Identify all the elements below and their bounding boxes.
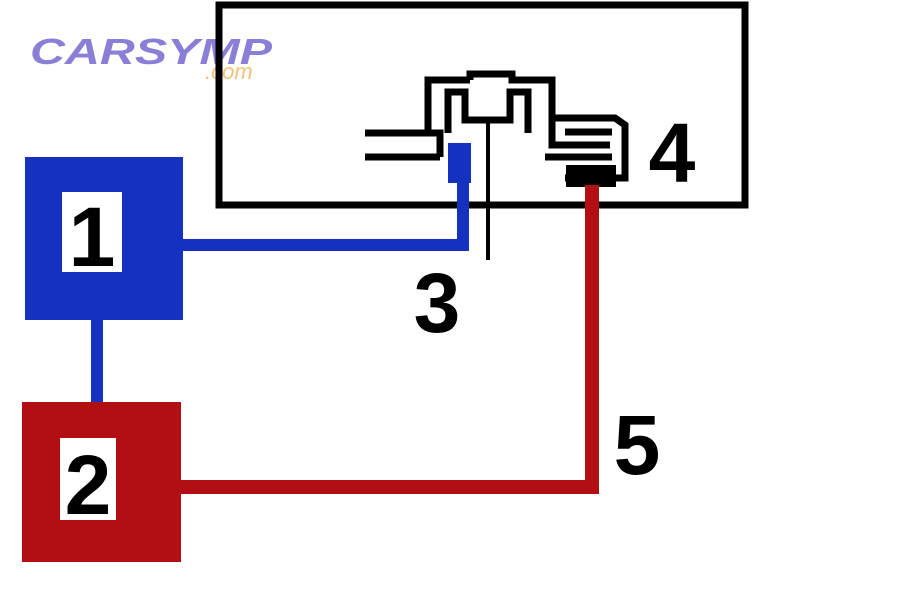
- carsymp-logo: CARSYMP .com: [30, 31, 273, 84]
- red-wire: [178, 185, 599, 494]
- device-housing: [215, 1, 749, 209]
- logo-sub-text: .com: [205, 59, 253, 84]
- callout-3: 3: [414, 256, 461, 350]
- sensor-tip: [448, 143, 471, 183]
- coil-block: [566, 165, 616, 187]
- callout-4: 4: [649, 106, 696, 200]
- component-1-label: 1: [69, 190, 116, 284]
- callout-5: 5: [614, 398, 661, 492]
- mechanism-symbol: [365, 70, 629, 182]
- component-2-label: 2: [65, 438, 112, 532]
- blue-wire: [180, 180, 469, 251]
- logo-main-text: CARSYMP: [30, 31, 273, 72]
- component-2-box: 2: [22, 402, 181, 562]
- component-1-box: 1: [25, 157, 183, 320]
